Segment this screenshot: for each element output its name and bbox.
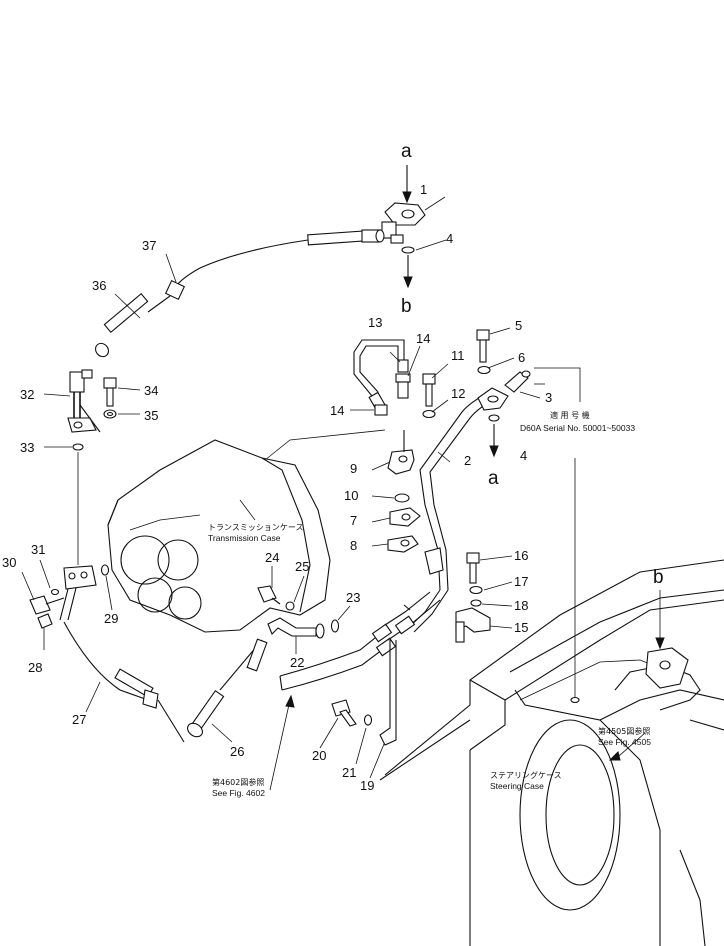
label-a-top: a [401,141,412,162]
label-part-17: 17 [514,574,528,589]
label-part-32: 32 [20,387,34,402]
bolt-11-washer-12 [422,373,436,419]
label-part-14-top: 14 [416,331,430,346]
label-part-25: 25 [295,559,309,574]
label-part-37: 37 [142,238,156,253]
label-part-5: 5 [515,318,522,333]
fig-4602-en: See Fig. 4602 [212,788,265,798]
transmission-case-jp: トランスミッションケース [208,523,303,532]
applicability-jp: 適 用 号 機 [550,410,590,420]
label-part-3: 3 [545,390,552,405]
label-part-16: 16 [514,548,528,563]
label-part-20: 20 [312,748,326,763]
connection-labels: a b a b [401,141,664,588]
label-part-2: 2 [464,453,471,468]
label-part-8: 8 [350,538,357,553]
fig-4505-en: See Fig. 4505 [598,737,651,747]
top-flow-arrows [401,165,447,289]
elbow-22 [257,585,340,639]
fig-4602-jp: 第4602図参照 [212,777,264,787]
label-a-mid: a [488,468,499,489]
part-32-fitting [67,369,101,565]
label-part-12: 12 [451,386,465,401]
label-part-1: 1 [420,182,427,197]
label-part-36: 36 [92,278,106,293]
label-part-10: 10 [344,488,358,503]
fitting-lower-left [29,564,110,629]
part-1-block [381,196,446,244]
label-part-11: 11 [451,348,465,363]
label-part-26: 26 [230,744,244,759]
pipe-27-hose-26 [63,621,268,743]
steering-case [379,559,724,946]
label-part-15: 15 [514,620,528,635]
pipe-13 [353,339,411,416]
label-part-6: 6 [518,350,525,365]
bracket-9 [387,430,421,553]
label-part-30: 30 [2,555,16,570]
bolt-5-washer-6 [476,329,491,375]
label-part-29: 29 [104,611,118,626]
label-part-13: 13 [368,315,382,330]
part-labels: 1 2 3 4 4 5 6 7 8 9 10 11 12 13 14 14 15… [2,182,552,793]
label-b-right: b [653,567,664,588]
transmission-case [107,439,331,633]
pipe-2 [394,391,497,635]
clip-19 [331,640,397,746]
label-part-28: 28 [28,660,42,675]
label-part-35: 35 [144,408,158,423]
pipe-bundle [279,591,441,691]
label-part-31: 31 [31,542,45,557]
label-part-24: 24 [265,550,279,565]
label-part-23: 23 [346,590,360,605]
label-part-22: 22 [290,655,304,670]
label-part-34: 34 [144,383,158,398]
transmission-case-en: Transmission Case [208,533,281,543]
label-part-14-left: 14 [330,403,344,418]
applicability-bracket [534,367,581,402]
bolt-34-washer-35 [103,377,117,419]
steering-case-en: Steering Case [490,781,544,791]
label-part-27: 27 [72,712,86,727]
leader-lines [264,429,689,791]
hose-36-37 [95,229,385,358]
label-part-9: 9 [350,461,357,476]
label-part-18: 18 [514,598,528,613]
label-part-4-right: 4 [520,448,527,463]
label-part-19: 19 [360,778,374,793]
fig-4505-jp: 第4505図参照 [598,726,650,736]
label-part-33: 33 [20,440,34,455]
label-part-4-top: 4 [446,231,453,246]
applicability-en: D60A Serial No. 50001~50033 [520,423,635,433]
label-part-21: 21 [342,765,356,780]
label-part-7: 7 [350,513,357,528]
bracket-15 [455,552,491,643]
part-3-fitting [477,370,531,458]
label-b-top: b [401,296,412,317]
number-leaders [21,253,541,779]
steering-case-jp: ステアリングケース [490,770,562,780]
annotation-text: 適 用 号 機 D60A Serial No. 50001~50033 トランス… [208,410,651,798]
